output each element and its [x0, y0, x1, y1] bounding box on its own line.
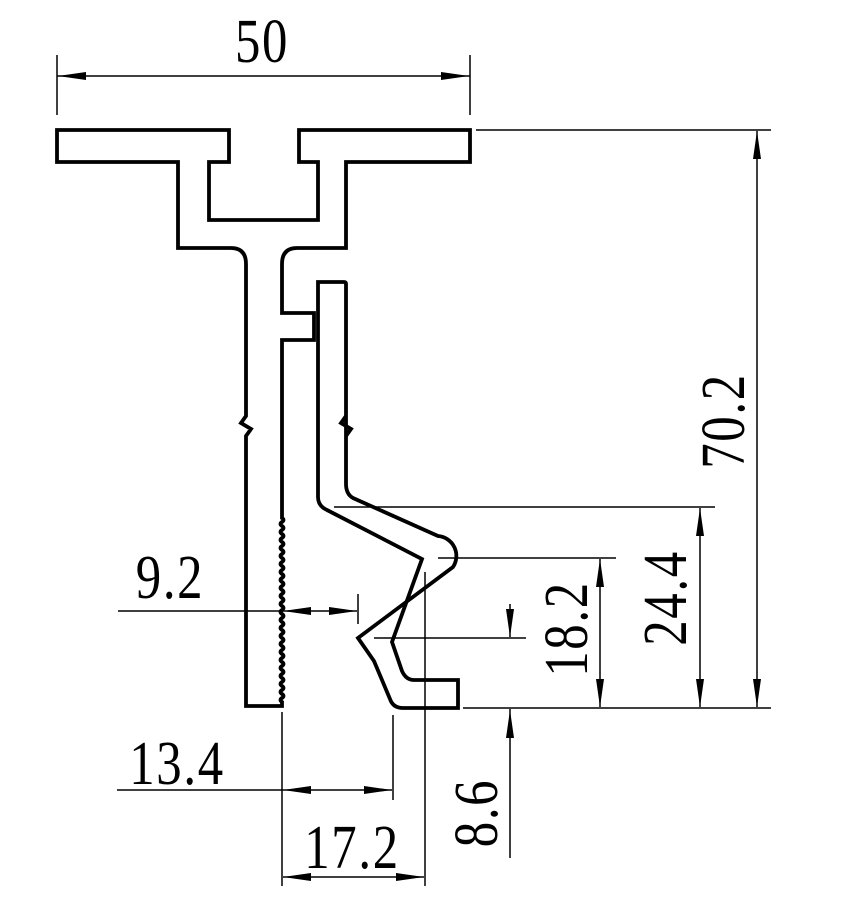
arrow-9-left	[283, 607, 311, 615]
dim-8-text: 8.6	[442, 779, 511, 847]
arrow-8-bottom	[506, 710, 514, 738]
dim-24-text: 24.4	[631, 550, 700, 646]
dim-9-text: 9.2	[136, 543, 204, 612]
dim-18-text: 18.2	[532, 581, 601, 677]
arrow-70-top	[753, 131, 761, 159]
arrow-24-top	[696, 508, 704, 536]
arrow-17-right	[396, 873, 424, 881]
break-mark-right	[338, 414, 354, 438]
dim-17-text: 17.2	[304, 813, 400, 882]
arrow-8-top	[506, 609, 514, 637]
main-profile-outline	[55, 128, 472, 708]
arrow-18-top	[596, 559, 604, 587]
dim-50-text: 50	[235, 7, 289, 76]
arrow-24-bottom	[696, 679, 704, 707]
dim-13-text: 13.4	[129, 729, 225, 798]
arrow-17-left	[283, 873, 311, 881]
arrow-18-bottom	[596, 679, 604, 707]
arrow-9-right	[329, 607, 357, 615]
hook-arm-outline	[316, 280, 460, 710]
arrow-70-bottom	[753, 679, 761, 707]
arrow-50-right	[441, 72, 469, 80]
arrow-13-left	[283, 786, 311, 794]
arrow-50-left	[58, 72, 86, 80]
arrow-13-right	[364, 786, 392, 794]
dim-70-text: 70.2	[689, 373, 758, 469]
